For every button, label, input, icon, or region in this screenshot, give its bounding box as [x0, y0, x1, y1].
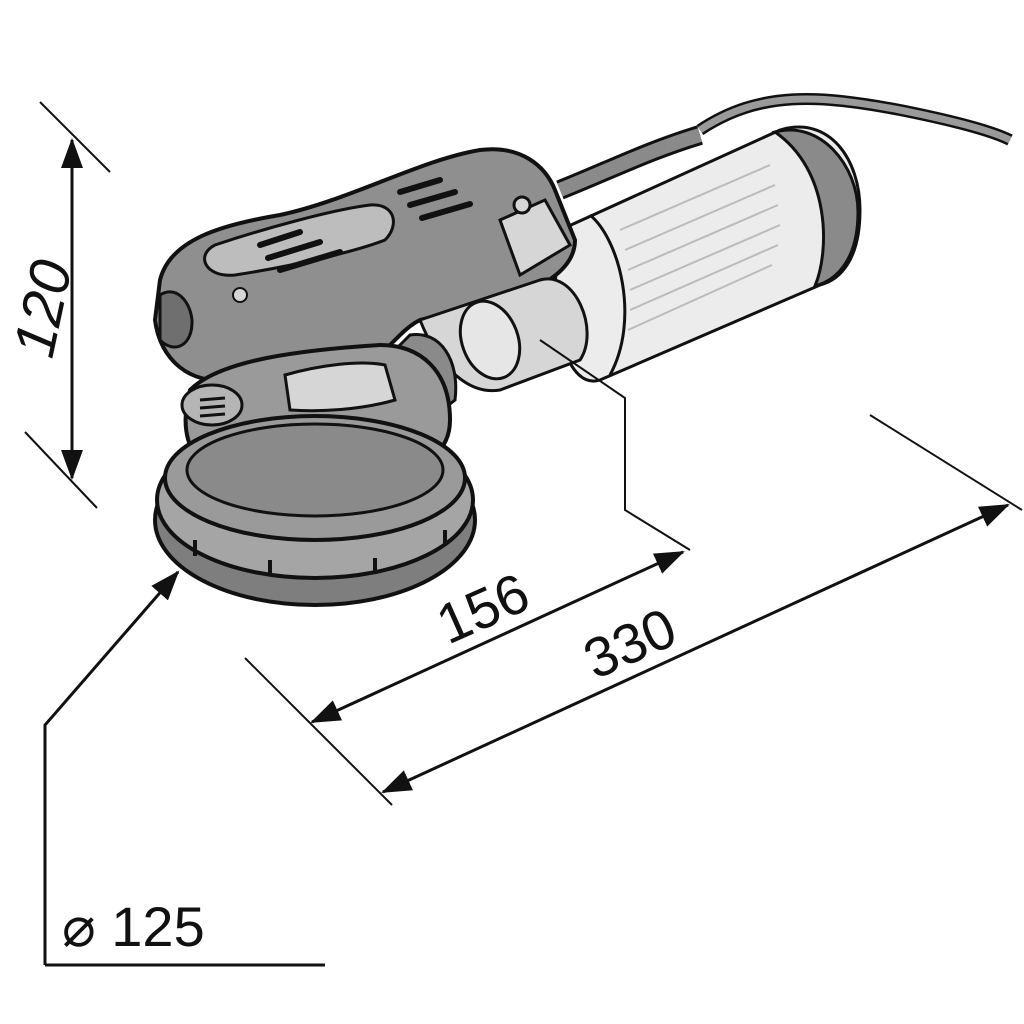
pad-diameter-leader	[43, 570, 325, 967]
sanding-pad	[153, 414, 477, 607]
motor-housing	[554, 125, 862, 383]
power-cord	[556, 93, 1013, 200]
height-dimension	[24, 101, 111, 509]
total-length-label: 330	[574, 595, 685, 691]
dust-port	[387, 277, 589, 423]
total-length-dimension	[381, 414, 1023, 794]
head-length-label: 156	[427, 560, 538, 656]
pad-diameter-label: ⌀ 125	[62, 895, 205, 958]
